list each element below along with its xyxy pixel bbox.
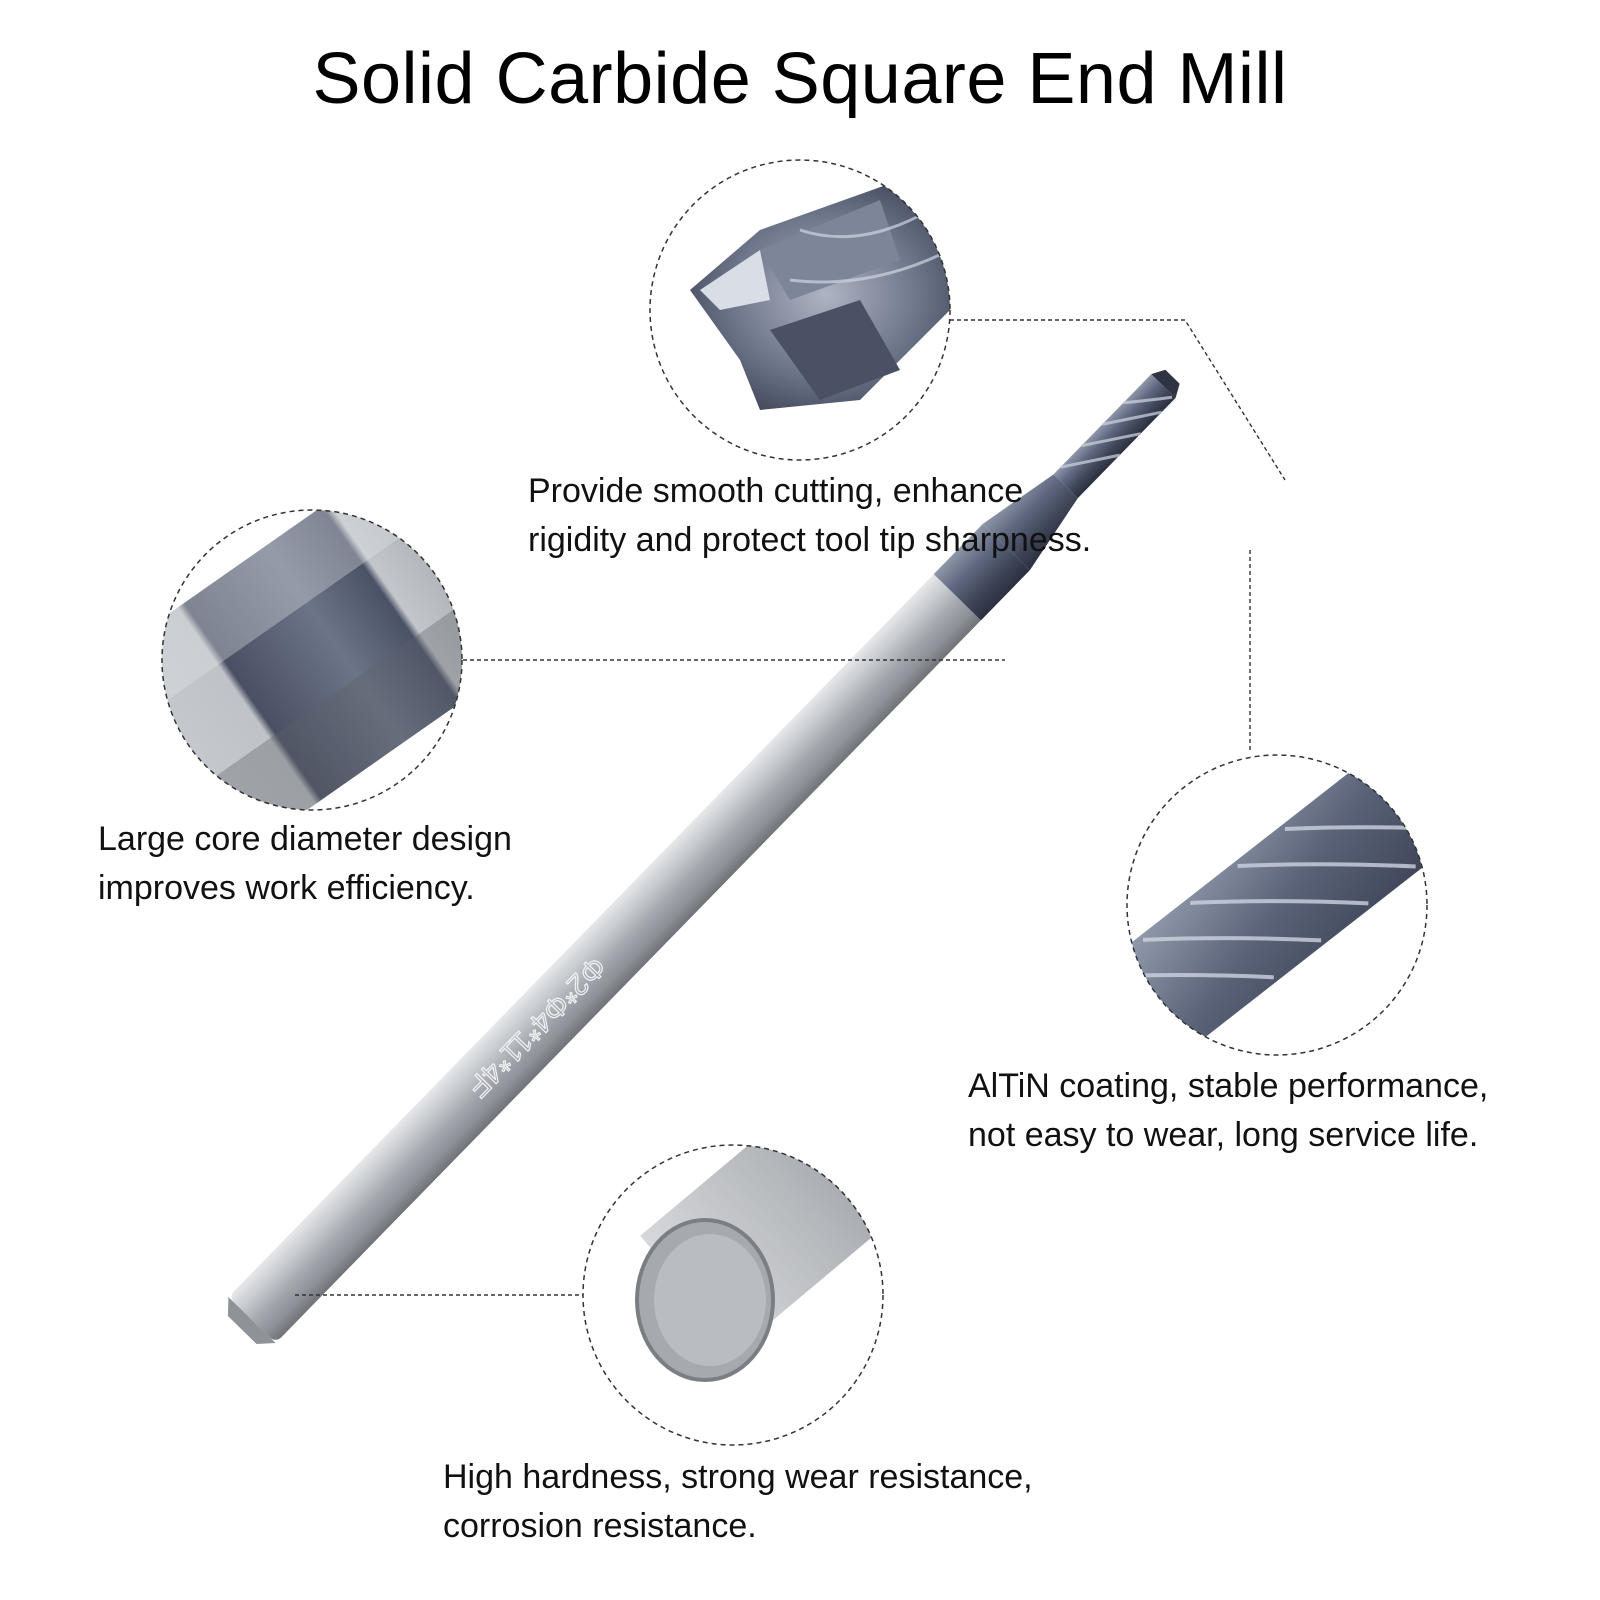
caption-tip: Provide smooth cutting, enhance rigidity…	[528, 467, 1091, 565]
coated-neck	[933, 524, 1030, 621]
caption-tip-line-1: Provide smooth cutting, enhance	[528, 472, 1024, 510]
fluted-section	[1053, 374, 1176, 499]
cutting-end	[1151, 369, 1180, 398]
page-title: Solid Carbide Square End Mill	[312, 39, 1288, 119]
shank-end-chamfer	[227, 1296, 276, 1344]
caption-coating: AlTiN coating, stable performance, not e…	[968, 1062, 1488, 1160]
shank-marking: Φ2*Φ4*11*4F	[461, 950, 612, 1104]
caption-hardness-line-2: corrosion resistance.	[443, 1507, 757, 1545]
caption-coating-line-1: AlTiN coating, stable performance,	[968, 1067, 1489, 1105]
neck-taper	[982, 474, 1078, 571]
detail-circle-shank-end	[582, 1144, 884, 1446]
caption-hardness: High hardness, strong wear resistance, c…	[443, 1453, 1033, 1551]
detail-circle-coating	[1126, 754, 1428, 1056]
detail-circle-tip	[649, 159, 951, 461]
leader-lines	[295, 319, 1286, 1296]
shank	[231, 538, 1017, 1340]
detail-circle-core	[161, 509, 463, 811]
caption-coating-line-2: not easy to wear, long service life.	[968, 1116, 1479, 1154]
caption-core-line-2: improves work efficiency.	[98, 869, 475, 907]
flute-helix-lines	[1060, 395, 1173, 469]
caption-core-line-1: Large core diameter design	[98, 820, 512, 858]
caption-core: Large core diameter design improves work…	[98, 815, 512, 913]
leader-tip	[950, 319, 1286, 481]
caption-tip-line-2: rigidity and protect tool tip sharpness.	[528, 521, 1092, 559]
caption-hardness-line-1: High hardness, strong wear resistance,	[443, 1458, 1033, 1496]
